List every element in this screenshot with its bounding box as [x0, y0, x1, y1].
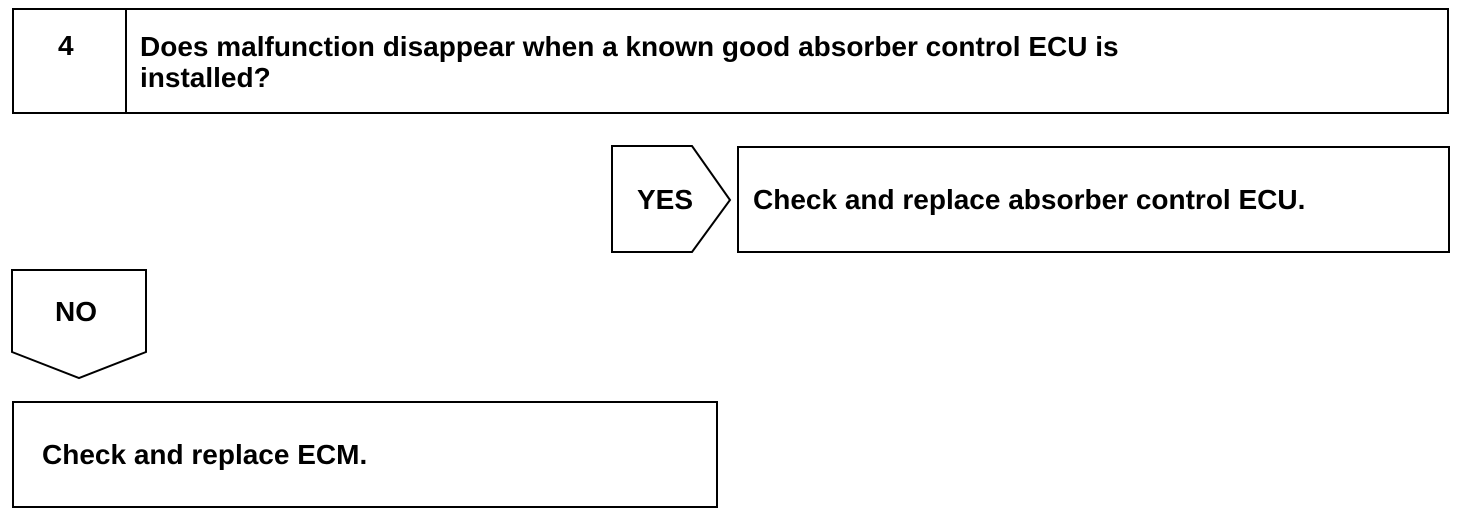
step-number: 4	[58, 30, 74, 61]
step-header	[12, 8, 1449, 114]
yes-action-box	[737, 146, 1450, 253]
no-action-text: Check and replace ECM.	[42, 439, 368, 470]
step-number-cell	[12, 8, 127, 114]
step-question-line1: Does malfunction disappear when a known …	[140, 31, 1119, 62]
yes-arrow-tab	[611, 145, 732, 253]
no-label: NO	[55, 296, 97, 327]
no-action-box	[12, 401, 718, 508]
yes-action-text: Check and replace absorber control ECU.	[753, 184, 1306, 215]
yes-label: YES	[637, 184, 694, 215]
step-question-line2: installed?	[140, 62, 271, 93]
no-arrow-tab	[11, 269, 147, 380]
